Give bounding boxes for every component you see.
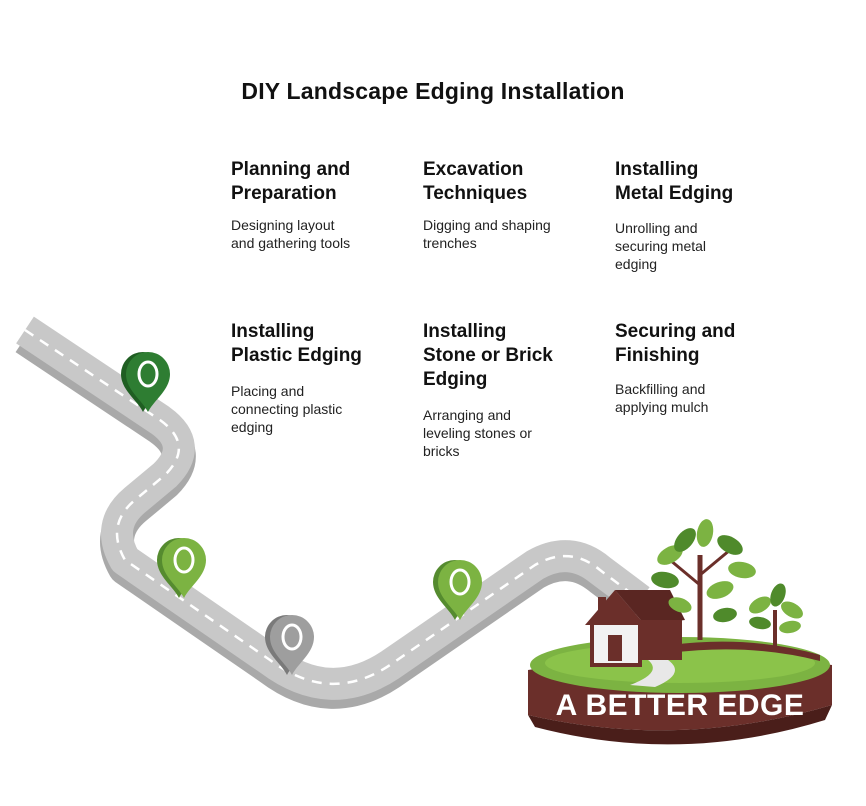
tree-icon xyxy=(651,519,756,640)
step-metal-edging: Installing Metal Edging Unrolling and se… xyxy=(615,158,780,273)
small-tree-icon xyxy=(749,583,803,650)
step-title: Installing Metal Edging xyxy=(615,159,734,204)
map-pin-icon xyxy=(265,615,314,675)
road-center-line xyxy=(24,328,641,685)
step-description: Placing and connecting plastic edging xyxy=(231,383,343,435)
step-description: Designing layout and gathering tools xyxy=(231,217,351,251)
step-description: Unrolling and securing metal edging xyxy=(615,220,707,272)
map-pin-icon xyxy=(121,352,170,412)
step-planning: Planning and Preparation Designing layou… xyxy=(231,158,396,252)
step-stone-brick-edging: Installing Stone or Brick Edging Arrangi… xyxy=(423,320,588,460)
step-description: Arranging and leveling stones or bricks xyxy=(423,407,532,459)
step-plastic-edging: Installing Plastic Edging Placing and co… xyxy=(231,320,396,436)
step-description: Backfilling and applying mulch xyxy=(615,381,709,415)
company-logo: A BETTER EDGE xyxy=(528,519,832,745)
step-title: Planning and Preparation xyxy=(231,159,351,204)
page-title: DIY Landscape Edging Installation xyxy=(241,78,625,104)
step-securing-finishing: Securing and Finishing Backfilling and a… xyxy=(615,320,780,416)
step-excavation: Excavation Techniques Digging and shapin… xyxy=(423,158,588,252)
step-title: Installing Plastic Edging xyxy=(231,321,362,366)
step-title: Securing and Finishing xyxy=(615,321,736,366)
step-description: Digging and shaping trenches xyxy=(423,217,551,251)
logo-text: A BETTER EDGE xyxy=(556,689,805,722)
map-pin-icon xyxy=(157,538,206,598)
step-title: Installing Stone or Brick Edging xyxy=(423,321,553,390)
step-title: Excavation Techniques xyxy=(423,159,528,204)
house-icon xyxy=(585,590,685,667)
map-pin-icon xyxy=(433,560,482,620)
